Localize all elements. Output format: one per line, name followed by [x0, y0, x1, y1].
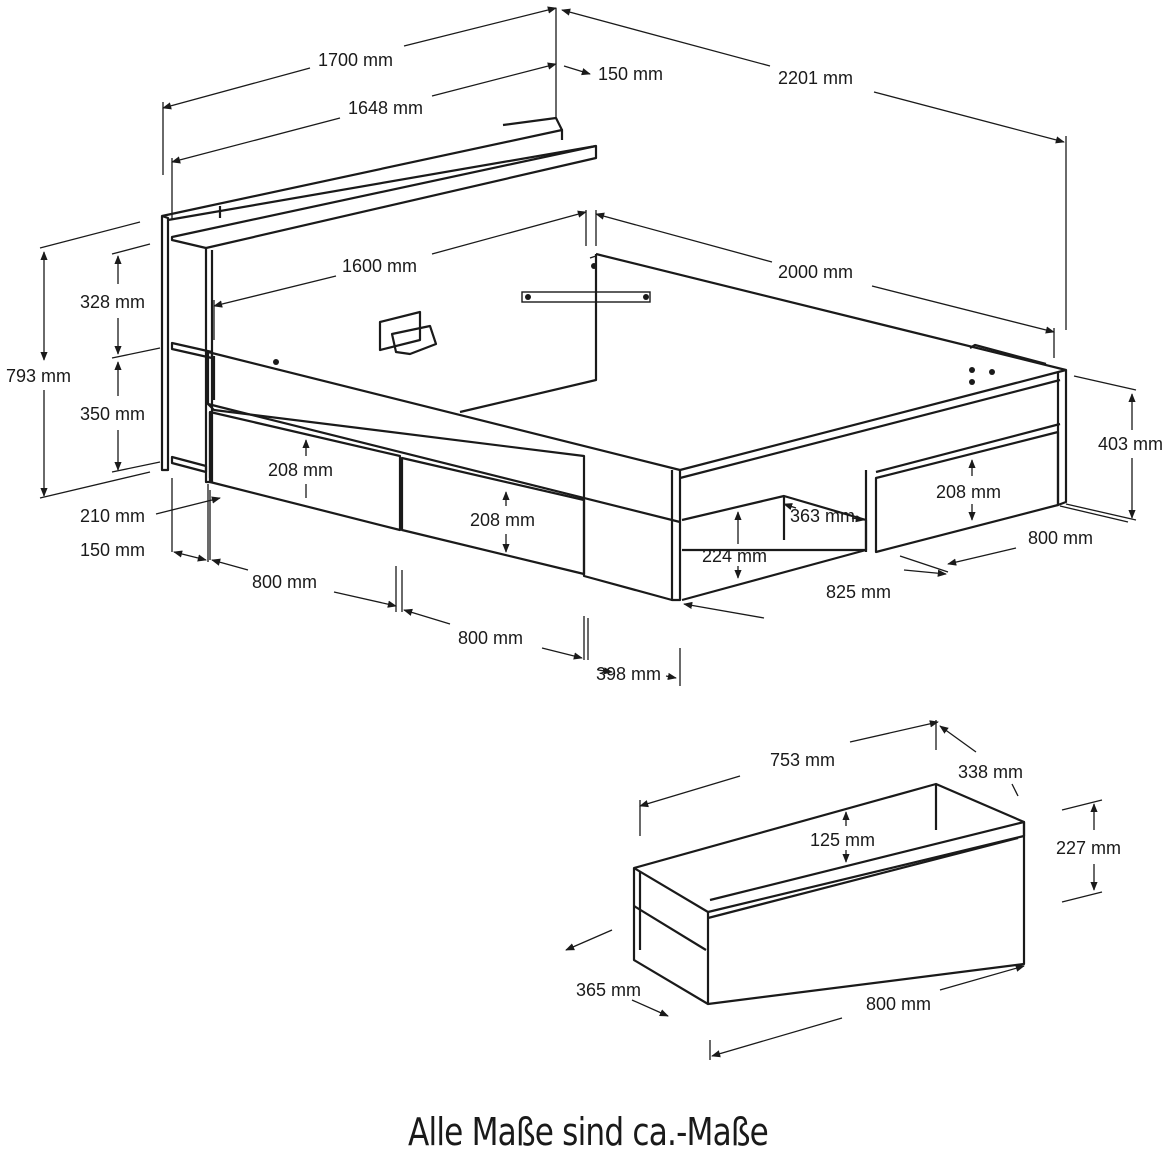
- label-open-width: 825 mm: [826, 582, 891, 602]
- label-open-depth: 363 mm: [790, 506, 855, 526]
- label-frame-height: 403 mm: [1098, 434, 1163, 454]
- label-drawer-height-1: 208 mm: [268, 460, 333, 480]
- label-shelf-lower: 350 mm: [80, 404, 145, 424]
- dimension-lines: [39, 6, 1137, 1060]
- label-total-width: 1700 mm: [318, 50, 393, 70]
- label-drawer-width-2: 800 mm: [458, 628, 523, 648]
- label-drawer-height-3: 208 mm: [936, 482, 1001, 502]
- label-open-height: 224 mm: [702, 546, 767, 566]
- label-end-panel: 398 mm: [596, 664, 661, 684]
- label-drawer-height-2: 208 mm: [470, 510, 535, 530]
- drawer-drawing: [632, 782, 1026, 1006]
- bed-drawing: [160, 116, 1068, 602]
- label-drawer-width-1: 800 mm: [252, 572, 317, 592]
- caption: Alle Maße sind ca.-Maße: [407, 1110, 769, 1154]
- dimension-labels: 1700 mm 1648 mm 150 mm 2201 mm 1600 mm 2…: [6, 50, 1163, 1014]
- label-inner-width: 1600 mm: [342, 256, 417, 276]
- label-drawer-height: 227 mm: [1056, 838, 1121, 858]
- label-shelf-upper: 328 mm: [80, 292, 145, 312]
- label-drawer-width: 753 mm: [770, 750, 835, 770]
- label-drawer-width-3: 800 mm: [1028, 528, 1093, 548]
- label-drawer-depth: 338 mm: [958, 762, 1023, 782]
- label-shelf-depth: 210 mm: [80, 506, 145, 526]
- label-headboard-depth: 150 mm: [598, 64, 663, 84]
- label-total-height: 793 mm: [6, 366, 71, 386]
- label-side-depth: 150 mm: [80, 540, 145, 560]
- label-total-length: 2201 mm: [778, 68, 853, 88]
- label-headboard-width: 1648 mm: [348, 98, 423, 118]
- label-drawer-side: 365 mm: [576, 980, 641, 1000]
- label-drawer-inner-height: 125 mm: [810, 830, 875, 850]
- label-inner-length: 2000 mm: [778, 262, 853, 282]
- label-drawer-front-width: 800 mm: [866, 994, 931, 1014]
